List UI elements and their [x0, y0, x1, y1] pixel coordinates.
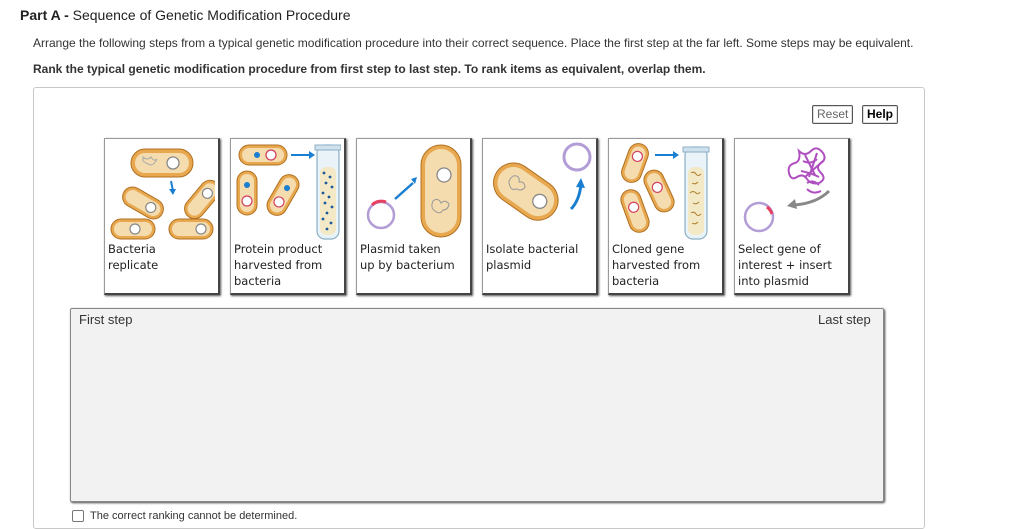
first-step-label: First step [79, 312, 133, 327]
bacteria-replicate-illustration [110, 148, 215, 240]
help-button[interactable]: Help [862, 105, 899, 124]
part-title: Part A - Sequence of Genetic Modificatio… [20, 7, 351, 23]
cloned-gene-illustration [620, 143, 710, 240]
select-gene-illustration [743, 147, 831, 233]
checkbox[interactable] [72, 510, 84, 523]
ranking-dropzone[interactable] [70, 308, 884, 502]
rank-instructions: Rank the typical genetic modification pr… [33, 62, 706, 76]
instructions: Arrange the following steps from a typic… [33, 36, 914, 50]
reset-button[interactable]: Reset [812, 105, 854, 124]
plasmid-uptake-illustration [366, 144, 462, 238]
cannot-determine-option[interactable]: The correct ranking cannot be determined… [72, 510, 298, 523]
isolate-plasmid-illustration [493, 142, 592, 221]
last-step-label: Last step [818, 312, 871, 327]
checkbox-label: The correct ranking cannot be determined… [90, 510, 298, 522]
protein-harvest-illustration [236, 144, 341, 240]
